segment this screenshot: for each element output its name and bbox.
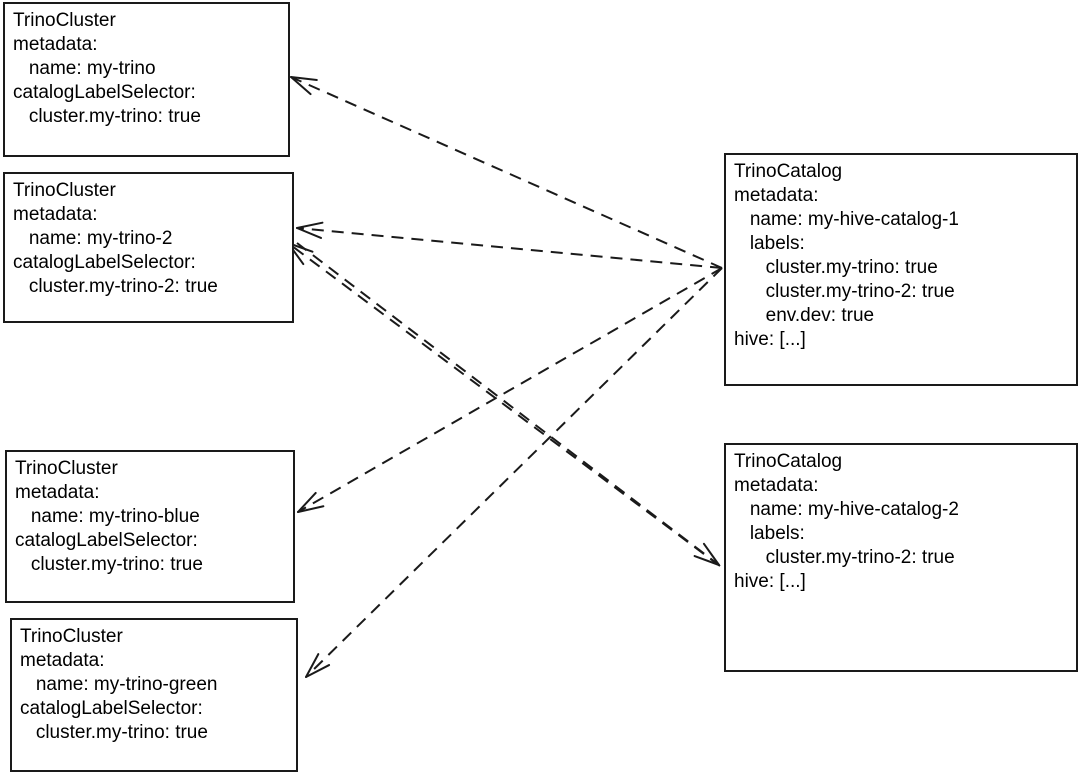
node-line: metadata: <box>13 34 98 55</box>
node-line: labels: <box>734 233 805 254</box>
node-trinocatalog-my-hive-catalog-1[interactable]: TrinoCatalog metadata: name: my-hive-cata… <box>724 153 1078 386</box>
node-line: cluster.my-trino: true <box>20 722 208 743</box>
node-line: name: my-trino-blue <box>15 506 200 527</box>
node-line: env.dev: true <box>734 305 875 326</box>
node-line: TrinoCluster <box>13 180 116 201</box>
node-line: metadata: <box>13 204 98 225</box>
node-line: name: my-trino-2 <box>13 228 173 249</box>
node-line: cluster.my-trino: true <box>734 257 938 278</box>
node-trinocatalog-my-hive-catalog-2[interactable]: TrinoCatalog metadata: name: my-hive-cata… <box>724 443 1078 672</box>
node-line: catalogLabelSelector: <box>15 530 198 551</box>
node-line: metadata: <box>20 650 105 671</box>
edge-catalog1-to-my-trino <box>290 76 723 269</box>
node-line: metadata: <box>734 185 819 206</box>
node-line: name: my-trino-green <box>20 674 218 695</box>
node-line: name: my-hive-catalog-1 <box>734 209 959 230</box>
node-line: cluster.my-trino-2: true <box>13 276 218 297</box>
node-body: TrinoCatalog metadata: name: my-hive-cata… <box>734 160 1072 352</box>
node-line: catalogLabelSelector: <box>20 698 203 719</box>
edge-catalog1-to-my-trino-blue <box>297 267 723 513</box>
node-body: TrinoCluster metadata: name: my-trino-blu… <box>15 457 289 577</box>
node-line: metadata: <box>15 482 100 503</box>
node-line: catalogLabelSelector: <box>13 82 196 103</box>
node-trinocluster-my-trino[interactable]: TrinoCluster metadata: name: my-trino cata… <box>3 2 290 157</box>
node-body: TrinoCluster metadata: name: my-trino cata… <box>13 9 284 129</box>
node-trinocluster-my-trino-blue[interactable]: TrinoCluster metadata: name: my-trino-blu… <box>5 450 295 603</box>
edge-catalog1-to-my-trino-2 <box>296 221 723 269</box>
node-line: cluster.my-trino-2: true <box>734 547 955 568</box>
edge-my-trino-2-to-catalog2 <box>296 242 720 566</box>
node-line: name: my-hive-catalog-2 <box>734 499 959 520</box>
node-trinocluster-my-trino-2[interactable]: TrinoCluster metadata: name: my-trino-2 ca… <box>3 172 294 323</box>
node-line: hive: [...] <box>734 571 806 592</box>
node-body: TrinoCluster metadata: name: my-trino-2 ca… <box>13 179 288 299</box>
node-body: TrinoCatalog metadata: name: my-hive-cata… <box>734 450 1072 594</box>
edge-catalog1-to-my-trino-green <box>305 267 723 678</box>
node-line: TrinoCatalog <box>734 161 843 182</box>
node-line: cluster.my-trino-2: true <box>734 281 955 302</box>
node-line: metadata: <box>734 475 819 496</box>
node-line: catalogLabelSelector: <box>13 252 196 273</box>
node-line: TrinoCluster <box>13 10 116 31</box>
node-line: cluster.my-trino: true <box>15 554 203 575</box>
node-line: name: my-trino <box>13 58 156 79</box>
node-trinocluster-my-trino-green[interactable]: TrinoCluster metadata: name: my-trino-gre… <box>10 618 298 772</box>
node-line: TrinoCluster <box>15 458 118 479</box>
node-line: hive: [...] <box>734 329 806 350</box>
node-body: TrinoCluster metadata: name: my-trino-gre… <box>20 625 292 745</box>
node-line: TrinoCatalog <box>734 451 843 472</box>
node-line: TrinoCluster <box>20 626 123 647</box>
node-line: labels: <box>734 523 805 544</box>
node-line: cluster.my-trino: true <box>13 106 201 127</box>
